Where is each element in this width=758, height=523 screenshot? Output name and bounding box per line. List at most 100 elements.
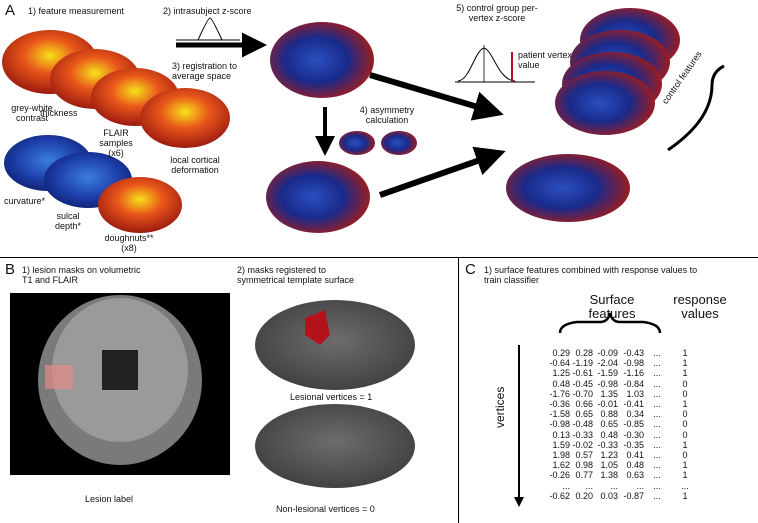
- feature-cell: -0.43: [623, 348, 644, 358]
- feature-cell: 1.25: [552, 368, 570, 379]
- lesion-mask-overlay: [45, 365, 73, 389]
- feature-cell: 0.63: [626, 470, 644, 481]
- table-row: ..................: [548, 481, 700, 491]
- feature-doughnuts: doughnuts** (x8): [104, 233, 154, 253]
- feature-cell: ...: [653, 358, 661, 369]
- feature-brain-stack: [2, 30, 230, 233]
- feature-curvature: curvature*: [4, 196, 46, 206]
- feature-cell: -0.35: [623, 439, 644, 450]
- feature-cell: -0.98: [597, 378, 618, 389]
- feature-cell: ...: [653, 399, 661, 410]
- brain-zscore: [270, 22, 374, 98]
- response-cell: 1: [682, 399, 688, 410]
- response-cell: 0: [682, 419, 688, 430]
- lesion-label-caption: Lesion label: [85, 494, 134, 504]
- feature-cell: ...: [636, 480, 644, 491]
- feature-cell: 1.62: [552, 460, 570, 471]
- feature-cell: -0.01: [597, 399, 618, 410]
- feature-cell: -1.19: [572, 358, 593, 369]
- gaussian-small-icon: [197, 17, 223, 41]
- feature-cell: ...: [653, 450, 661, 461]
- response-values-heading: response values: [673, 292, 727, 321]
- brain-asym-left: [339, 131, 375, 155]
- feature-cell: -0.48: [572, 419, 593, 430]
- panel-b-step2: 2) masks registered to symmetrical templ…: [237, 265, 355, 285]
- feature-cell: 1.98: [552, 450, 570, 461]
- control-brain-stack: [555, 8, 680, 135]
- brain-asym-right: [381, 131, 417, 155]
- gaussian-curve: [457, 47, 516, 82]
- step2-label: 2) intrasubject z-score: [163, 6, 252, 16]
- feature-cell: ...: [653, 460, 661, 471]
- feature-thickness: thickness: [40, 108, 78, 118]
- brain-patient-compare: [506, 154, 630, 222]
- feature-flair: FLAIR samples (x6): [99, 128, 133, 158]
- horizontal-divider: [0, 257, 758, 258]
- feature-cell: ...: [653, 348, 661, 358]
- feature-cell: -0.70: [572, 388, 593, 399]
- feature-cell: ...: [653, 378, 661, 389]
- feature-cell: -0.87: [623, 490, 644, 501]
- feature-grey-white: grey-white contrast: [11, 103, 53, 123]
- arrow-asym-to-compare: [379, 146, 506, 198]
- brain-asymmetry: [266, 161, 370, 233]
- feature-cell: ...: [610, 480, 618, 491]
- feature-cell: 0.77: [575, 470, 593, 481]
- feature-cell: -0.98: [549, 419, 570, 430]
- feature-cell: 0.41: [626, 450, 644, 461]
- response-cell: 1: [682, 348, 688, 358]
- panel-a-letter: A: [5, 2, 16, 19]
- feature-cell: 0.57: [575, 450, 593, 461]
- feature-cell: 1.35: [600, 388, 618, 399]
- feature-cell: 0.28: [575, 348, 593, 358]
- feature-cell: 0.34: [626, 409, 644, 420]
- panel-b-letter: B: [5, 261, 16, 278]
- feature-cell: -1.59: [597, 368, 618, 379]
- response-cell: 1: [682, 460, 688, 471]
- table-row: 0.48-0.45-0.98-0.84...0: [548, 379, 700, 389]
- feature-cell: 0.48: [600, 429, 618, 440]
- response-cell: 0: [682, 409, 688, 420]
- feature-cell: ...: [653, 439, 661, 450]
- panel-b-step1: 1) lesion masks on volumetric T1 and FLA…: [22, 265, 141, 285]
- step5-label: 5) control group per-vertex z-score: [456, 3, 538, 23]
- step3-label: 3) registration to average space: [172, 61, 238, 81]
- vertices-label: vertices: [493, 386, 507, 428]
- feature-cell: ...: [653, 368, 661, 379]
- feature-cell: 1.38: [600, 470, 618, 481]
- response-cell: 1: [682, 439, 688, 450]
- feature-cell: 1.59: [552, 439, 570, 450]
- feature-cell: 0.98: [575, 460, 593, 471]
- feature-cell: 1.05: [600, 460, 618, 471]
- feature-cell: -1.16: [623, 368, 644, 379]
- feature-cell: ...: [653, 388, 661, 399]
- feature-cell: -0.84: [623, 378, 644, 389]
- surface-features-heading: Surface features: [588, 292, 636, 321]
- response-cell: 0: [682, 429, 688, 440]
- feature-cell: -1.58: [549, 409, 570, 420]
- response-cell: ...: [681, 480, 689, 491]
- feature-cell: -1.76: [549, 388, 570, 399]
- feature-cell: -0.26: [549, 470, 570, 481]
- table-row: 1.25-0.61-1.59-1.16...1: [548, 368, 700, 378]
- response-cell: 1: [682, 470, 688, 481]
- patient-vertex-label: patient vertex value: [518, 50, 573, 70]
- feature-cell: 0.48: [626, 460, 644, 471]
- feature-cell: ...: [585, 480, 593, 491]
- feature-cell: 0.48: [552, 378, 570, 389]
- feature-cell: ...: [653, 409, 661, 420]
- lesional-caption: Lesional vertices = 1: [290, 392, 373, 402]
- feature-cell: -0.41: [623, 399, 644, 410]
- feature-cell: 0.88: [600, 409, 618, 420]
- feature-cell: -0.64: [549, 358, 570, 369]
- feature-cell: 1.03: [626, 388, 644, 399]
